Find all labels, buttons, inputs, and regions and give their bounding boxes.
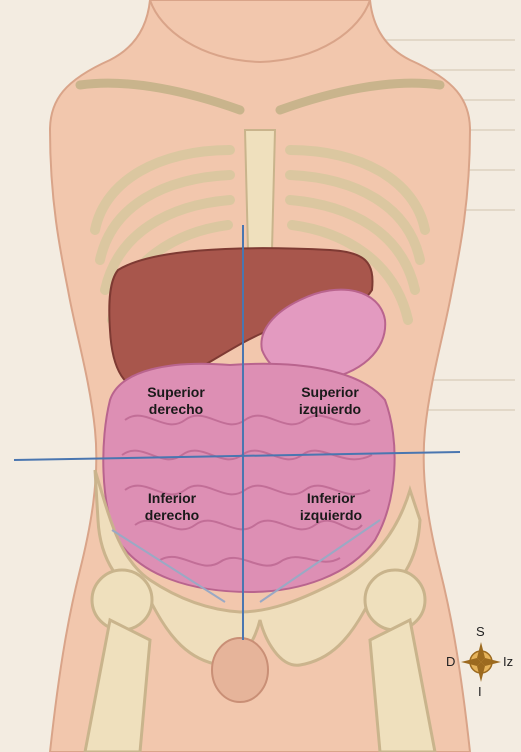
quadrant-label-upper-right: Superior derecho: [126, 384, 226, 418]
quadrant-label-line: derecho: [148, 401, 204, 417]
intestine-coils: [121, 414, 373, 567]
quadrant-label-lower-right: Inferior derecho: [122, 490, 222, 524]
quadrant-label-line: Inferior: [147, 490, 197, 506]
compass-label-left: Iz: [503, 654, 514, 669]
right-femur: [83, 617, 152, 752]
left-inguinal-line: [259, 519, 381, 603]
genital-region: [211, 637, 269, 703]
left-femur: [368, 617, 437, 752]
quadrant-label-line: derecho: [144, 507, 200, 523]
quadrant-label-line: izquierdo: [298, 401, 362, 417]
quadrant-label-line: Inferior: [306, 490, 356, 506]
compass-label-right: D: [446, 654, 456, 669]
left-hip-joint: [363, 568, 427, 632]
quadrant-label-line: Superior: [147, 384, 205, 400]
left-clavicle: [275, 78, 445, 115]
compass-rose-icon: [461, 642, 501, 682]
compass-label-inferior: I: [478, 684, 482, 699]
compass-label-superior: S: [476, 624, 485, 639]
right-clavicle: [75, 78, 245, 115]
right-hip-joint: [90, 568, 154, 632]
quadrant-label-upper-left: Superior izquierdo: [280, 384, 380, 418]
horizontal-umbilical-line: [13, 451, 461, 461]
neck-outline: [149, 0, 371, 64]
quadrant-label-lower-left: Inferior izquierdo: [281, 490, 381, 524]
quadrant-label-line: Superior: [301, 384, 359, 400]
quadrant-label-line: izquierdo: [299, 507, 363, 523]
right-inguinal-line: [111, 529, 226, 603]
